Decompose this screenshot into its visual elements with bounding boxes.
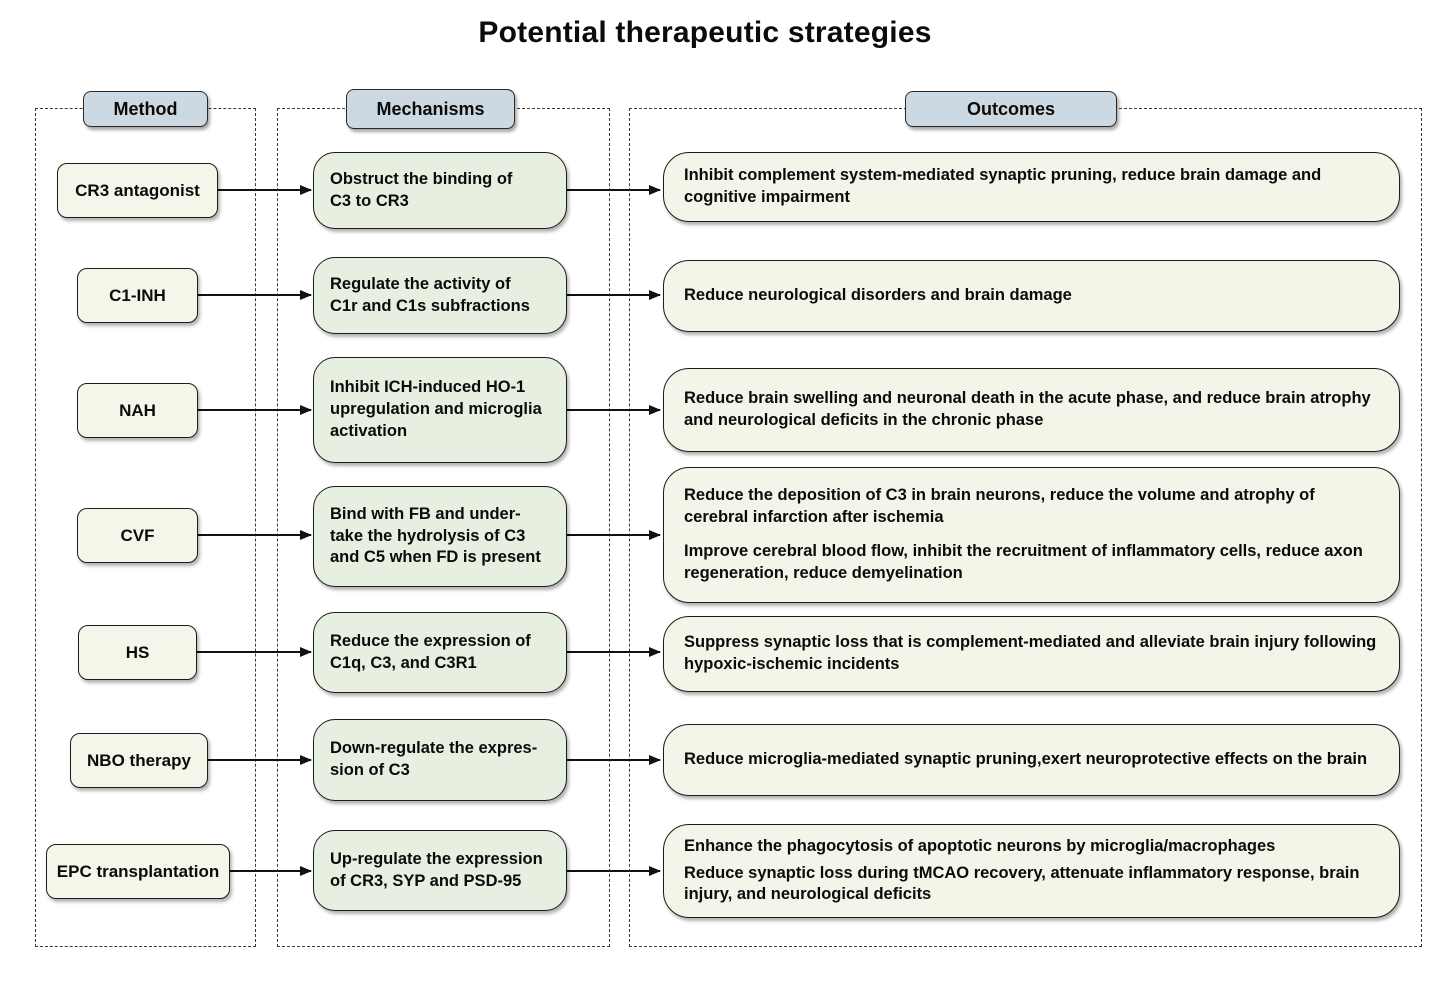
outcome-text: Reduce neurological disorders and brain …	[684, 286, 1072, 305]
mechanism-box-obstruct-c3-cr3: Obstruct the binding of C3 to CR3	[313, 152, 567, 229]
method-column-header: Method	[83, 91, 208, 127]
diagram-title: Potential therapeutic strategies	[478, 16, 932, 49]
method-box-nah: NAH	[77, 383, 198, 438]
outcome-text: Inhibit complement system-mediated synap…	[684, 166, 1322, 206]
arrow-r7-method-to-mechanism	[230, 870, 311, 872]
outcome-box-r4: Reduce the deposition of C3 in brain neu…	[663, 467, 1400, 603]
mechanism-text: Regulate the activity of C1r and C1s sub…	[330, 274, 530, 315]
arrow-r4-method-to-mechanism	[198, 534, 311, 536]
arrow-r2-mechanism-to-outcome	[566, 294, 660, 296]
outcome-text: Reduce the deposition of C3 in brain neu…	[684, 486, 1315, 527]
arrow-r7-mechanism-to-outcome	[566, 870, 660, 872]
mechanism-box-upregulate-cr3-syp-psd95: Up-regulate the expression of CR3, SYP a…	[313, 830, 567, 911]
method-box-c1-inh: C1-INH	[77, 268, 198, 323]
arrow-r5-mechanism-to-outcome	[566, 651, 660, 653]
outcome-text: Improve cerebral blood flow, inhibit the…	[684, 542, 1363, 582]
arrow-r6-method-to-mechanism	[208, 759, 311, 761]
outcome-box-r7: Enhance the phagocytosis of apoptotic ne…	[663, 824, 1400, 918]
outcome-box-r2: Reduce neurological disorders and brain …	[663, 260, 1400, 332]
outcome-text: Suppress synaptic loss that is complemen…	[684, 633, 1377, 673]
arrow-r3-mechanism-to-outcome	[566, 409, 660, 411]
arrow-r6-mechanism-to-outcome	[566, 759, 660, 761]
mechanism-text: Obstruct the binding of C3 to CR3	[330, 169, 513, 210]
arrow-r3-method-to-mechanism	[198, 409, 311, 411]
method-box-cr3-antagonist: CR3 antagonist	[57, 163, 218, 218]
mechanism-box-bind-fb-hydrolysis: Bind with FB and under- take the hydroly…	[313, 486, 567, 587]
method-box-epc-transplantation: EPC transplantation	[46, 844, 230, 899]
mechanism-box-inhibit-ho1: Inhibit ICH-induced HO-1 upregulation an…	[313, 357, 567, 463]
outcomes-column-header: Outcomes	[905, 91, 1117, 127]
outcome-box-r6: Reduce microglia-mediated synaptic pruni…	[663, 724, 1400, 796]
arrow-r1-mechanism-to-outcome	[566, 189, 660, 191]
arrow-r5-method-to-mechanism	[197, 651, 311, 653]
outcome-text: Reduce brain swelling and neuronal death…	[684, 389, 1371, 429]
arrow-r1-method-to-mechanism	[218, 189, 311, 191]
mechanism-text: Inhibit ICH-induced HO-1 upregulation an…	[330, 378, 542, 440]
arrow-r2-method-to-mechanism	[198, 294, 311, 296]
arrow-r4-mechanism-to-outcome	[566, 534, 660, 536]
mechanism-text: Up-regulate the expression of CR3, SYP a…	[330, 849, 543, 890]
mechanism-box-downregulate-c3: Down-regulate the expres- sion of C3	[313, 719, 567, 801]
mechanism-text: Reduce the expression of C1q, C3, and C3…	[330, 631, 531, 672]
outcome-text: Enhance the phagocytosis of apoptotic ne…	[684, 836, 1276, 855]
outcome-box-r3: Reduce brain swelling and neuronal death…	[663, 368, 1400, 452]
outcome-text: Reduce microglia-mediated synaptic pruni…	[684, 750, 1368, 769]
mechanism-box-regulate-c1r-c1s: Regulate the activity of C1r and C1s sub…	[313, 257, 567, 334]
method-box-hs: HS	[78, 625, 197, 680]
mechanism-text: Bind with FB and under- take the hydroly…	[330, 504, 541, 567]
mechanisms-column-header: Mechanisms	[346, 89, 515, 129]
outcome-box-r1: Inhibit complement system-mediated synap…	[663, 152, 1400, 222]
method-box-cvf: CVF	[77, 508, 198, 563]
mechanism-box-reduce-c1q-c3-c3r1: Reduce the expression of C1q, C3, and C3…	[313, 612, 567, 693]
method-box-nbo-therapy: NBO therapy	[70, 733, 208, 788]
outcome-box-r5: Suppress synaptic loss that is complemen…	[663, 616, 1400, 692]
outcome-text: Reduce synaptic loss during tMCAO recove…	[684, 863, 1360, 904]
mechanism-text: Down-regulate the expres- sion of C3	[330, 739, 538, 779]
